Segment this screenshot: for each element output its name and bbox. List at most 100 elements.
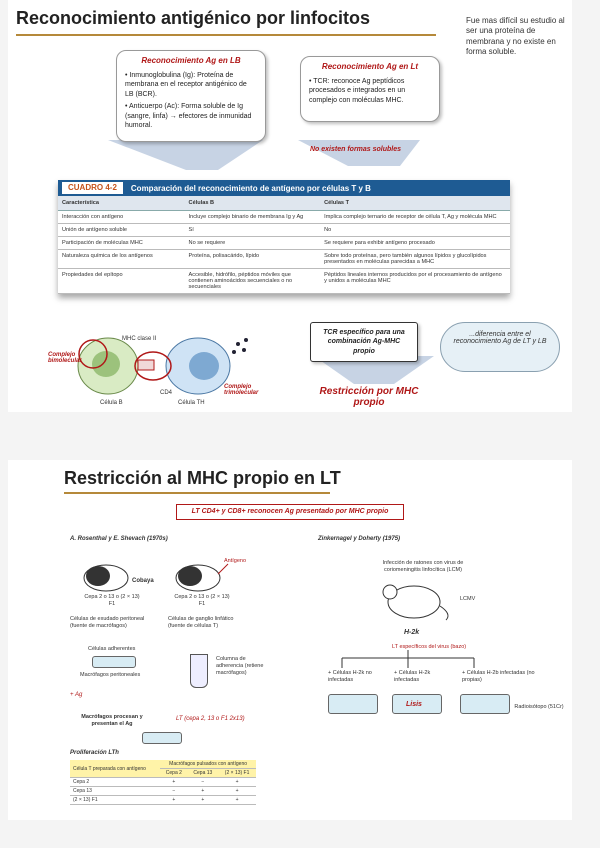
slide-title: Restricción al MHC propio en LT [64,468,341,488]
cond-3: + Células H-2b infectadas (no propias) [462,670,535,684]
table-cell: Sobre todo proteínas, pero también algun… [320,249,510,269]
exudado-label: Células de exudado peritoneal (fuente de… [70,616,145,630]
macro-perit-label: Macrófagos peritoneales [80,672,141,678]
slide-mhc-restriction: Restricción al MHC propio en LT LT CD4+ … [8,460,572,820]
table-cell: Participación de moléculas MHC [58,236,185,250]
banner: LT CD4+ y CD8+ reconocen Ag presentado p… [176,504,404,520]
box-lb-p1: • Inmunoglobulina (Ig): Proteína de memb… [125,71,247,98]
table-row: Interacción con antígeno Incluye complej… [58,210,510,224]
table-row: (2 × 13) F1 + + + [70,795,256,805]
cobaya-label: Cobaya [132,578,154,584]
macro-proc-label: Macrófagos procesan y presentan el Ag [81,714,143,728]
table-cell: Implica complejo ternario de receptor de… [320,210,510,224]
left-authors: A. Rosenthal y E. Shevach (1970s) [70,536,168,542]
col-header: Células T [320,196,510,211]
restriction-arrow [314,356,434,384]
mhc-label: MHC clase II [122,336,157,342]
restriccion-label: Restricción por MHC propio [319,386,419,408]
table-cell: (2 × 13) F1 [70,795,161,805]
difference-cloud: ...diferencia entre el reconocimiento Ag… [440,322,560,372]
table-body: Característica Células B Células T Inter… [58,196,510,294]
radio-label: Radioisótopo (51Cr) [514,704,564,710]
cond-1: + Células H-2k no infectadas [328,670,372,684]
funnel-arrows [108,140,420,170]
complejo-bimolecular-label: Complejo bimolecular [48,352,82,364]
no-soluble-note: No existen formas solubles [310,146,402,153]
table-cell: Se requiere para exhibir antígeno proces… [320,236,510,250]
well-3 [460,694,510,714]
columna-label: Columna de adherencia (retiene macrófago… [216,656,264,677]
col-header: Característica [58,196,185,211]
branch-lines [341,650,475,668]
ag-label: + Ag [70,692,83,698]
table-cell: Péptidos lineales internos producidos po… [320,268,510,294]
lcmv-label: LCMV [460,596,476,602]
comparison-table: CUADRO 4-2 Comparación del reconocimient… [58,180,510,294]
slide-title: Reconocimiento antigénico por linfocitos [16,8,371,28]
table-cell: Cepa 2 [70,777,161,787]
title-underline [16,34,436,36]
cond-2: + Células H-2k infectadas [394,670,431,684]
slide-recognition: Reconocimiento antigénico por linfocitos… [8,0,572,412]
t2-col: Cepa 13 [187,768,219,778]
table-cell: + [160,777,188,787]
antigeno-label: Antígeno [224,558,247,564]
well-1 [328,694,378,714]
table-cell: + [218,795,256,805]
table-title: Comparación del reconocimiento de antíge… [130,183,371,193]
box-lt-heading: Reconocimiento Ag en Lt [321,62,419,71]
adherentes-label: Células adherentes [88,646,136,652]
cell-b-label: Célula B [100,400,123,406]
culture-dish [142,732,182,744]
right-authors: Zinkernagel y Doherty (1975) [318,536,401,542]
table-row: Unión de antígeno soluble Sí No [58,223,510,237]
tcr-box: TCR específico para una combinación Ag-M… [310,322,418,362]
complejo-trimolecular-label: Complejo trimolecular [224,384,259,396]
t2-header-top: Macrófagos pulsados con antígeno [160,760,256,769]
col-header: Células B [184,196,321,211]
lt-esp-label: LT específicos del virus (bazo) [392,644,467,650]
table-cell: No [320,223,510,237]
table-row: Naturaleza química de los antígenos Prot… [58,249,510,269]
table-row: Cepa 2 + − + [70,777,256,787]
cepa-right: Cepa 2 o 13 o (2 × 13) F1 [174,594,230,608]
cell-t-label: Célula TH [178,400,205,406]
table-cell: No se requiere [184,236,321,250]
cepa-left: Cepa 2 o 13 o (2 × 13) F1 [84,594,140,608]
table-cell: Cepa 13 [70,786,161,796]
table-row: Participación de moléculas MHC No se req… [58,236,510,250]
table-cell: Propiedades del epítopo [58,268,185,294]
lt-label: LT (cepa 2, 13 o F1 2x13) [176,716,245,722]
table-cell: Sí [184,223,321,237]
table-cell: + [187,795,219,805]
table-header-bar: CUADRO 4-2 Comparación del reconocimient… [58,180,510,196]
table-cell: Incluye complejo binario de membrana Ig … [184,210,321,224]
table-cell: + [218,786,256,796]
table-cell: + [160,795,188,805]
table-cell: + [218,777,256,787]
prolif-label: Proliferación LTh [70,750,119,756]
table-row: Cepa 13 − + + [70,786,256,796]
side-note: Fue mas difícil su estudio al ser una pr… [466,16,565,57]
box-lb-p2: • Anticuerpo (Ac): Forma soluble de Ig (… [125,103,252,129]
box-lb: Reconocimiento Ag en LB • Inmunoglobulin… [116,50,266,142]
adherence-column [190,654,208,688]
ganglio-label: Células de ganglio linfático (fuente de … [168,616,234,630]
box-lt: Reconocimiento Ag en Lt • TCR: reconoce … [300,56,440,122]
well-2 [392,694,442,714]
box-lb-heading: Reconocimiento Ag en LB [141,56,241,65]
table-cell: Interacción con antígeno [58,210,185,224]
table-cell: Unión de antígeno soluble [58,223,185,237]
cell-diagram [77,337,248,395]
table-cell: Proteína, polisacárido, lípido [184,249,321,269]
infeccion-label: Infección de ratones con virus de coriom… [382,560,464,574]
title-underline [64,492,330,494]
table-cell: + [187,786,219,796]
h2-label: H-2k [404,629,420,636]
table-label: CUADRO 4-2 [62,182,123,194]
t2-col: (2 × 13) F1 [218,768,256,778]
guinea-pigs [83,563,229,592]
lisis-label: Lisis [406,701,422,708]
t2-col: Cepa 2 [160,768,188,778]
cd4-label: CD4 [160,390,173,396]
